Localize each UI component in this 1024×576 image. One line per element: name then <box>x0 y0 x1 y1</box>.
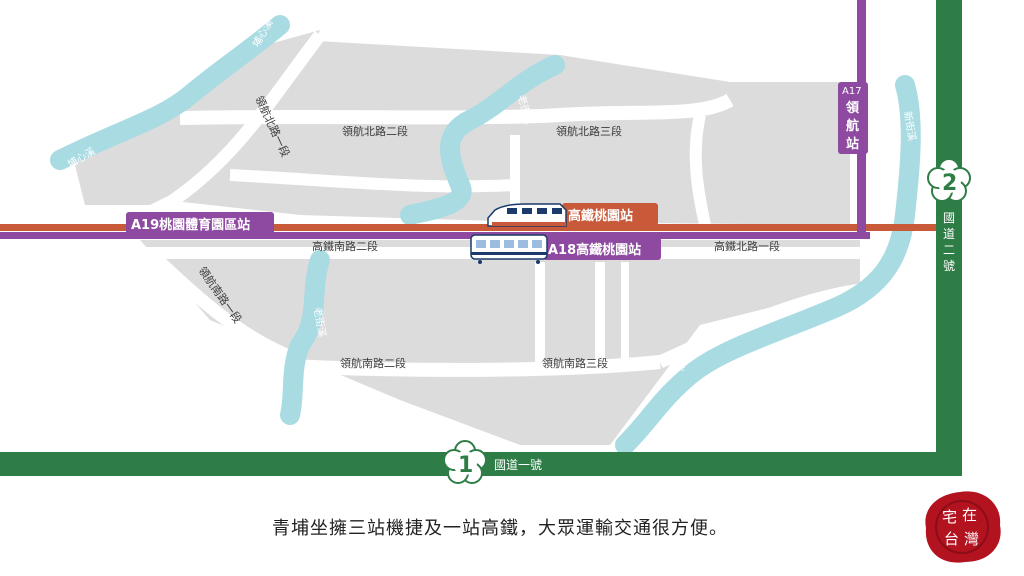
highway-1-label: 國道一號 <box>494 458 542 472</box>
station-a18[interactable]: A18高鐵桃園站 <box>543 237 661 260</box>
hsr-train-icon <box>487 203 567 227</box>
river-puxin <box>50 15 290 170</box>
road-label-linghang-north-2: 領航北路二段 <box>342 124 408 138</box>
highway-2-char-4: 號 <box>943 259 955 273</box>
station-a19-badge <box>126 212 274 235</box>
station-a17-badge <box>838 82 868 154</box>
station-a17-code: A17 <box>842 86 862 97</box>
station-a17-char-3: 站 <box>846 136 859 152</box>
station-a19-label: A19桃園體育園區站 <box>131 217 250 233</box>
station-a17-char-2: 航 <box>846 118 859 134</box>
station-a19[interactable]: A19桃園體育園區站 <box>126 212 274 235</box>
station-a17-char-1: 領 <box>846 100 860 116</box>
highway-2-char-1: 國 <box>943 211 955 225</box>
highway-2-number: 2 <box>942 171 957 196</box>
river-laojie-south <box>280 250 330 425</box>
road-label-linghang-south-2: 領航南路二段 <box>340 356 406 370</box>
road-linghang-south-1 <box>145 248 303 367</box>
road-label-gaotie-south-2: 高鐵南路二段 <box>312 239 378 253</box>
road-linghang-south <box>269 355 661 377</box>
road-linghang-north-1 <box>146 31 326 221</box>
river-xinjie <box>615 75 921 455</box>
highway-2-char-3: 二 <box>943 243 955 257</box>
station-a18-badge <box>543 237 661 260</box>
mrt-line <box>0 232 870 239</box>
highway-1-number: 1 <box>458 453 473 478</box>
river-laojie-north <box>400 55 565 225</box>
wax-seal-logo: 宅 在 台 灣 <box>925 491 1001 563</box>
station-hsr-badge <box>562 203 658 226</box>
road-label-linghang-north-3: 領航北路三段 <box>556 124 622 138</box>
station-hsr-label: 高鐵桃園站 <box>568 208 633 224</box>
roads <box>140 31 861 377</box>
road-linghang-north <box>179 93 734 125</box>
road-mid-arc <box>229 169 516 193</box>
seal-char-4: 灣 <box>964 530 979 548</box>
rivers <box>50 15 921 455</box>
road-label-gaotie-north-1: 高鐵北路一段 <box>714 239 780 253</box>
station-hsr[interactable]: 高鐵桃園站 <box>562 203 658 226</box>
highway-2 <box>936 0 962 476</box>
seal-char-3: 台 <box>944 530 959 548</box>
station-a18-label: A18高鐵桃園站 <box>548 242 641 258</box>
seal-char-1: 宅 <box>942 508 957 526</box>
road-linghang-south-east <box>657 283 861 368</box>
road-east-vertical <box>689 113 711 227</box>
hsr-line <box>0 224 945 231</box>
highway-1-shield: 1 <box>443 440 487 484</box>
highway-2-label: 國 道 二 號 <box>943 211 955 273</box>
seal-char-2: 在 <box>962 506 977 524</box>
mrt-train-icon <box>470 234 548 264</box>
highway-2-char-2: 道 <box>943 227 955 241</box>
map-caption: 青埔坐擁三站機捷及一站高鐵，大眾運輸交通很方便。 <box>272 518 728 539</box>
highway-2-shield: 2 <box>927 158 971 202</box>
station-a17[interactable]: A17 領 航 站 <box>838 82 868 154</box>
road-label-linghang-south-3: 領航南路三段 <box>542 356 608 370</box>
